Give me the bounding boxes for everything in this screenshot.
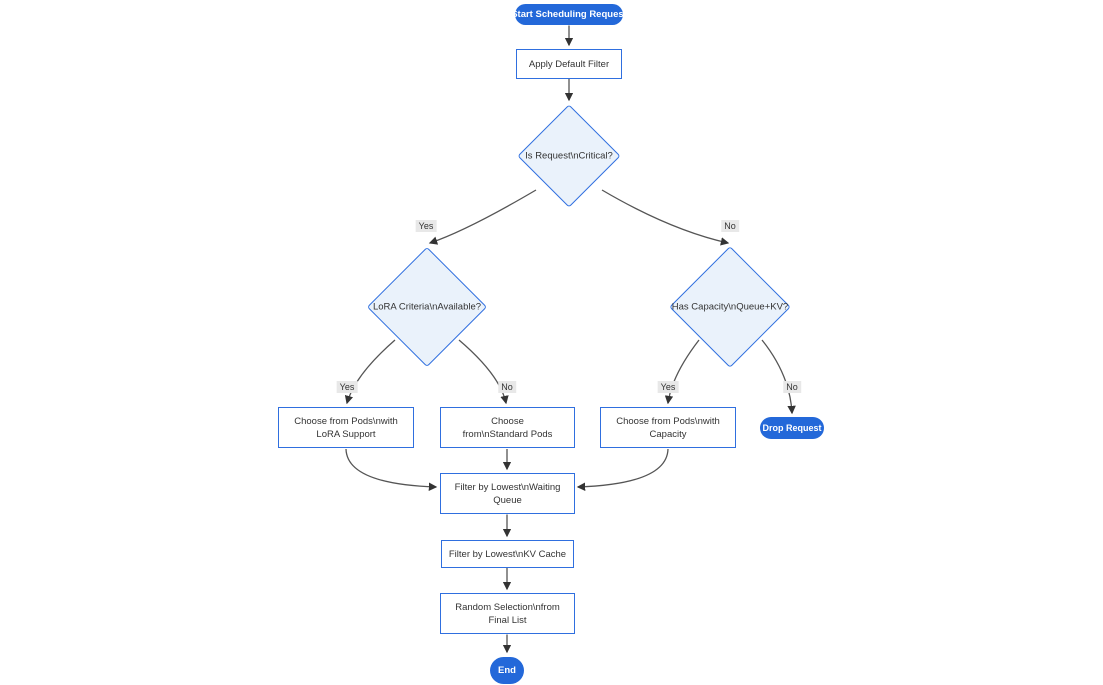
decision-label: LoRA Criteria\nAvailable? [372, 301, 482, 313]
edge-critical-no [601, 189, 730, 246]
node-random-selection-final-list: Random Selection\nfrom Final List [440, 593, 575, 634]
node-label: Filter by Lowest\nWaiting Queue [454, 481, 561, 506]
edge-label-capacity-yes: Yes [657, 381, 679, 393]
edge-label-lora-no: No [498, 381, 516, 393]
node-has-capacity-queue-kv: Has Capacity\nQueue+KV? [669, 246, 791, 368]
node-label: Random Selection\nfrom Final List [455, 601, 560, 626]
node-choose-standard-pods: Choose from\nStandard Pods [440, 407, 575, 448]
node-choose-pods-lora-support: Choose from Pods\nwith LoRA Support [278, 407, 414, 448]
node-end: End [490, 657, 524, 684]
edge-lora-no [458, 339, 509, 405]
edge-capacity-yes [664, 339, 700, 405]
node-is-request-critical: Is Request\nCritical? [517, 104, 621, 208]
edge-lora-yes [344, 339, 396, 405]
node-label: Choose from\nStandard Pods [462, 415, 553, 440]
node-filter-lowest-waiting-queue: Filter by Lowest\nWaiting Queue [440, 473, 575, 514]
node-label: Filter by Lowest\nKV Cache [448, 548, 567, 560]
node-label: Choose from Pods\nwith Capacity [616, 415, 720, 440]
edge-label-critical-yes: Yes [415, 220, 437, 232]
edge-capacity-no [761, 339, 796, 415]
node-label: Choose from Pods\nwith LoRA Support [294, 415, 398, 440]
decision-label: Has Capacity\nQueue+KV? [671, 301, 789, 313]
node-filter-lowest-kv-cache: Filter by Lowest\nKV Cache [441, 540, 574, 568]
edge-label-lora-yes: Yes [336, 381, 358, 393]
node-choose-pods-capacity: Choose from Pods\nwith Capacity [600, 407, 736, 448]
node-start: Start Scheduling Request [511, 4, 627, 25]
edge-lorapods-filterqueue [345, 448, 438, 491]
edge-label-critical-no: No [721, 220, 739, 232]
edge-label-capacity-no: No [783, 381, 801, 393]
node-lora-criteria-available: LoRA Criteria\nAvailable? [366, 246, 488, 368]
node-apply-default-filter: Apply Default Filter [516, 49, 622, 79]
edge-critical-yes [428, 189, 537, 245]
node-drop-request: Drop Request [760, 417, 824, 439]
edge-capacitypods-filterqueue [576, 448, 669, 491]
decision-label: Is Request\nCritical? [525, 150, 613, 162]
